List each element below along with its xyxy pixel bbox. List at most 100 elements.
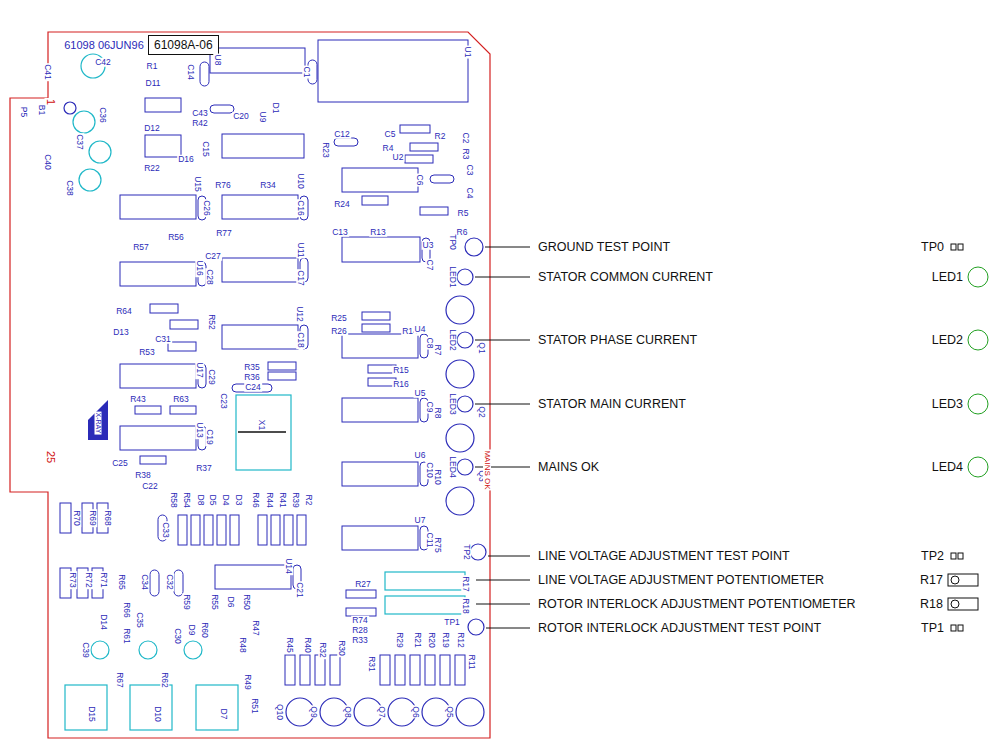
- component-designator: U8: [214, 54, 223, 67]
- leader-line: [476, 580, 530, 581]
- resistor-body: [140, 456, 166, 464]
- component-designator: R75: [434, 536, 443, 554]
- component-designator: C24: [244, 383, 262, 392]
- component-designator: R42: [191, 119, 209, 128]
- component-designator: R77: [215, 229, 233, 238]
- component-designator: C40: [44, 153, 53, 171]
- led-icon: [968, 394, 988, 414]
- component-designator: D3: [235, 494, 244, 507]
- component-designator: C25: [111, 459, 129, 468]
- electrolytic-capacitor: [73, 111, 95, 133]
- capacitor-body: [200, 62, 209, 86]
- component-designator: D4: [222, 494, 231, 507]
- component-designator: C28: [206, 268, 215, 286]
- component-designator: C42: [94, 58, 112, 67]
- callout-label: STATOR COMMON CURRENT: [537, 271, 714, 284]
- bridge-rectifier: [130, 685, 172, 730]
- electrolytic-capacitor: [79, 169, 101, 191]
- component-designator: C2: [462, 132, 471, 145]
- led-symbol: [457, 396, 473, 412]
- component-designator: C30: [174, 627, 183, 645]
- crystal-outline: [236, 395, 291, 470]
- part-number: 61098A-06: [154, 38, 213, 52]
- callout-label: R18: [919, 598, 944, 611]
- component-designator: U2: [392, 153, 405, 162]
- component-designator: R73: [69, 571, 78, 589]
- component-designator: C16: [297, 199, 306, 217]
- transistor-symbol: [456, 698, 484, 726]
- component-designator: 25: [45, 450, 56, 464]
- component-designator: LED4: [449, 455, 458, 478]
- component-designator: R17: [462, 575, 471, 593]
- component-designator: R55: [211, 593, 220, 611]
- component-designator: C31: [154, 335, 172, 344]
- component-designator: R2: [434, 132, 447, 141]
- component-designator: R60: [201, 621, 210, 639]
- resistor-body: [297, 515, 306, 545]
- component-designator: U3: [422, 241, 435, 250]
- component-designator: U17: [196, 361, 205, 379]
- component-designator: R22: [143, 164, 161, 173]
- resistor-body: [150, 304, 178, 313]
- component-designator: R52: [208, 313, 217, 331]
- component-designator: C8: [426, 337, 435, 350]
- component-designator: R49: [244, 673, 253, 691]
- resistor-body: [362, 312, 390, 320]
- component-designator: R54: [183, 491, 192, 509]
- component-designator: C15: [202, 140, 211, 158]
- potentiometer-icon: [948, 598, 978, 610]
- test-point: [468, 619, 484, 635]
- transistor-symbol: [446, 487, 474, 515]
- ic-body: [120, 364, 196, 388]
- resistor-body: [380, 655, 390, 685]
- callout-label: LED2: [931, 334, 964, 347]
- component-designator: R51: [251, 697, 260, 715]
- component-designator: U5: [414, 389, 427, 398]
- led-symbol: [457, 269, 473, 285]
- component-designator: R4: [382, 144, 395, 153]
- component-designator: U12: [296, 305, 305, 323]
- capacitor-body: [174, 570, 183, 596]
- component-designator: R57: [132, 243, 150, 252]
- component-designator: R66: [123, 601, 132, 619]
- potentiometer-icon: [951, 576, 959, 584]
- component-designator: X1: [258, 419, 267, 431]
- diode-body: [145, 98, 181, 112]
- ic-body: [342, 462, 418, 486]
- component-designator: TP1: [443, 618, 461, 627]
- callout-label: STATOR MAIN CURRENT: [537, 398, 687, 411]
- component-designator: R46: [252, 491, 261, 509]
- component-designator: D6: [227, 596, 236, 609]
- resistor-body: [135, 406, 161, 414]
- component-designator: R59: [183, 593, 192, 611]
- test-point-icon: [958, 244, 963, 250]
- resistor-body: [420, 207, 448, 215]
- potentiometer-icon: [951, 600, 959, 608]
- component-designator: U13: [196, 421, 205, 439]
- component-designator: B1: [38, 104, 47, 116]
- capacitor-body: [150, 570, 159, 596]
- component-designator: R7: [434, 344, 443, 357]
- buzzer-symbol: [64, 102, 76, 114]
- potentiometer-body: [385, 572, 465, 590]
- component-designator: R37: [195, 464, 213, 473]
- component-designator: D16: [177, 155, 195, 164]
- ic-body: [342, 398, 418, 422]
- resistor-body: [170, 406, 196, 414]
- capacitor-outlines: [150, 60, 454, 596]
- ic-body: [222, 258, 298, 282]
- ic-body: [215, 565, 291, 589]
- component-designator: R18: [462, 597, 471, 615]
- component-designator: R40: [304, 636, 313, 654]
- component-designator: LED1: [449, 265, 458, 288]
- component-designator: R65: [118, 573, 127, 591]
- component-designator: C5: [384, 130, 397, 139]
- component-designator: R2: [305, 494, 314, 507]
- component-designator: R64: [115, 307, 133, 316]
- resistor-body: [285, 655, 295, 685]
- component-designator: D12: [143, 124, 161, 133]
- component-designator: C36: [99, 106, 108, 124]
- component-designator: C23: [220, 392, 229, 410]
